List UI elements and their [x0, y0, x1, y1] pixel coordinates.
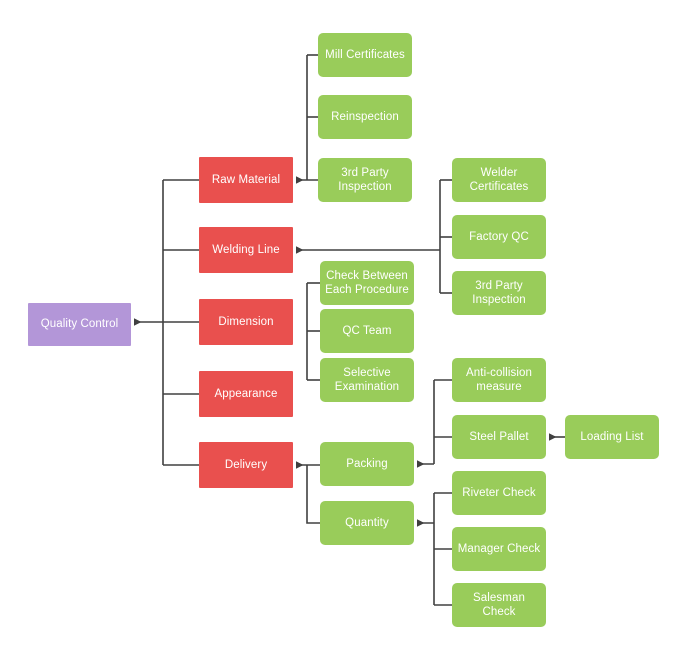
node-label: Riveter Check	[462, 486, 536, 499]
node-label: 3rd Party Inspection	[472, 279, 526, 306]
node-quantity[interactable]: Quantity	[320, 501, 414, 545]
node-packing[interactable]: Packing	[320, 442, 414, 486]
node-qc-team[interactable]: QC Team	[320, 309, 414, 353]
node-label: Dimension	[218, 315, 274, 328]
node-label: Raw Material	[211, 173, 281, 186]
edge-quantity-to-delivery	[306, 465, 320, 524]
node-label: Factory QC	[469, 230, 529, 243]
node-label: Quality Control	[40, 318, 119, 331]
node-label: Appearance	[214, 387, 278, 400]
node-label: Steel Pallet	[469, 430, 529, 443]
node-riveter-check[interactable]: Riveter Check	[452, 471, 546, 515]
node-label: Delivery	[224, 458, 268, 471]
node-delivery[interactable]: Delivery	[199, 442, 293, 488]
node-third-party-inspection-welding[interactable]: 3rd Party Inspection	[452, 271, 546, 315]
node-factory-qc[interactable]: Factory QC	[452, 215, 546, 259]
node-label: 3rd Party Inspection	[338, 166, 392, 193]
node-label: Reinspection	[331, 110, 399, 123]
node-label: Packing	[346, 457, 388, 470]
node-loading-list[interactable]: Loading List	[565, 415, 659, 459]
node-salesman-check[interactable]: Salesman Check	[452, 583, 546, 627]
node-label: Check Between Each Procedure	[325, 269, 409, 296]
node-reinspection[interactable]: Reinspection	[318, 95, 412, 139]
node-check-between-each-procedure[interactable]: Check Between Each Procedure	[320, 261, 414, 305]
node-manager-check[interactable]: Manager Check	[452, 527, 546, 571]
node-label: Mill Certificates	[325, 48, 405, 61]
node-label: Anti-collision measure	[466, 366, 532, 393]
node-third-party-inspection-raw[interactable]: 3rd Party Inspection	[318, 158, 412, 202]
node-label: Welding Line	[212, 243, 280, 256]
node-label: Quantity	[345, 516, 389, 529]
node-label: QC Team	[342, 324, 392, 337]
node-steel-pallet[interactable]: Steel Pallet	[452, 415, 546, 459]
node-quality-control[interactable]: Quality Control	[28, 303, 131, 346]
node-welding-line[interactable]: Welding Line	[199, 227, 293, 273]
node-label: Welder Certificates	[469, 166, 529, 193]
node-label: Selective Examination	[334, 366, 400, 393]
node-dimension[interactable]: Dimension	[199, 299, 293, 345]
node-label: Manager Check	[457, 542, 541, 555]
node-label: Loading List	[580, 430, 644, 443]
node-label: Salesman Check	[473, 591, 525, 618]
node-selective-examination[interactable]: Selective Examination	[320, 358, 414, 402]
node-anti-collision-measure[interactable]: Anti-collision measure	[452, 358, 546, 402]
node-appearance[interactable]: Appearance	[199, 371, 293, 417]
node-raw-material[interactable]: Raw Material	[199, 157, 293, 203]
node-welder-certificates[interactable]: Welder Certificates	[452, 158, 546, 202]
node-mill-certificates[interactable]: Mill Certificates	[318, 33, 412, 77]
